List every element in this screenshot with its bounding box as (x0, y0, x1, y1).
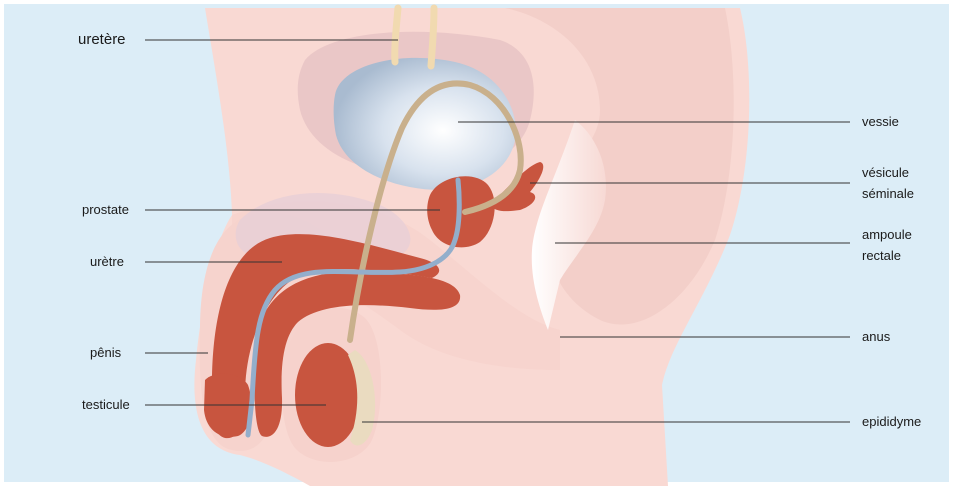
ureter-right (431, 8, 434, 66)
label-penis: pênis (90, 343, 121, 362)
label-vessie: vessie (862, 112, 899, 131)
label-ampoule-line1: ampoule (862, 225, 912, 244)
label-uretere: uretère (78, 30, 126, 49)
label-ampoule-line2: rectale (862, 246, 901, 265)
label-prostate: prostate (82, 200, 129, 219)
label-anus: anus (862, 327, 890, 346)
label-vesicule-line2: séminale (862, 184, 914, 203)
label-epididyme: epididyme (862, 412, 921, 431)
ureter-left (395, 8, 398, 62)
label-testicule: testicule (82, 395, 130, 414)
label-uretre: urètre (90, 252, 124, 271)
label-vesicule-line1: vésicule (862, 163, 909, 182)
